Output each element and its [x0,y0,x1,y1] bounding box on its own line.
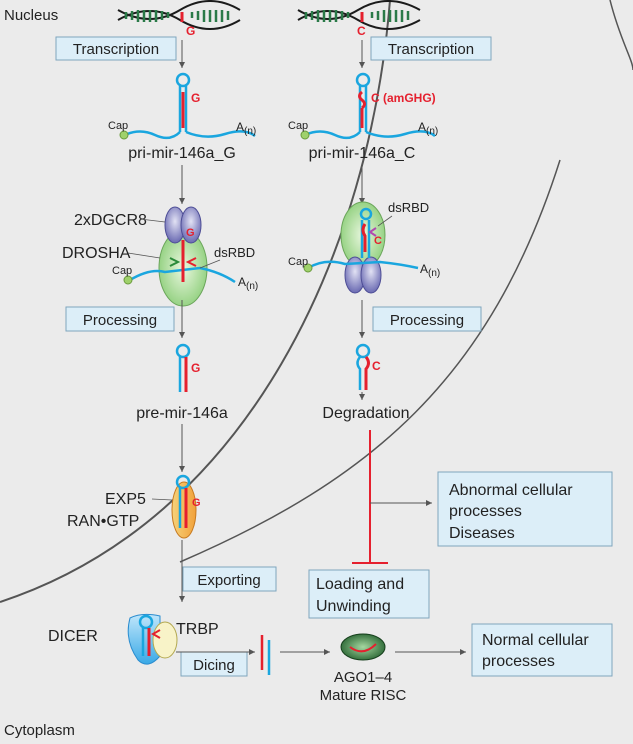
nuclear-membrane-outer [0,0,391,603]
loading-unwinding-box [308,569,430,619]
cap-label-pri-left: Cap [108,120,128,132]
abnormal-line-3: Diseases [449,525,515,542]
normal-line-1: Normal cellular [482,632,589,649]
drosha-pointer [127,252,161,259]
trbp-label: TRBP [176,621,219,638]
pri-mir-146a-g-label: pri-mir-146a_G [128,145,236,162]
loading-line-2: Unwinding [316,598,391,615]
cell-membrane [609,0,633,71]
processing-box-left [65,306,175,332]
dsrbd-label-left: dsRBD [214,245,255,260]
abnormal-line-1: Abnormal cellular [449,482,573,499]
nuclear-membrane-inner [179,159,561,563]
abnormal-line-2: processes [449,503,522,520]
degradation-label: Degradation [322,405,409,422]
cytoplasm-label: Cytoplasm [4,722,75,739]
normal-line-2: processes [482,653,555,670]
loading-line-1: Loading and [316,576,404,593]
normal-processes-box [471,623,613,677]
cap-label-drosha-right: Cap [288,256,308,268]
pri-mirna-c-structure [300,72,436,140]
dna-helix-right [297,0,421,30]
cap-label-pri-right: Cap [288,120,308,132]
snp-g-label-drosha: G [186,227,195,239]
exp5-pointer [151,498,173,501]
snp-g-label-exp: G [192,497,201,509]
pre-mir-146a-label: pre-mir-146a [136,405,228,422]
microprocessor-complex-left [123,206,236,307]
exp5-label: EXP5 [105,491,146,508]
polya-label-pri-right: A(n) [418,120,438,137]
microprocessor-complex-right [303,201,419,294]
pre-mirna-c-hairpin [355,343,371,390]
exportin-ran-complex [171,474,197,539]
ago-label: AGO1–4 [334,669,392,686]
dgcr8-label: 2xDGCR8 [74,212,147,229]
snp-g-label-pre: G [191,361,200,375]
snp-g-label-pri: G [191,91,200,105]
exporting-box [182,566,277,592]
snp-c-amghg-label: C (amGHG) [371,91,436,105]
pri-mirna-g-structure [119,72,256,140]
nucleus-label: Nucleus [4,7,58,24]
dicer-complex [127,613,178,665]
exporting-label: Exporting [197,572,260,589]
dsrbd-pointer-right [377,215,393,227]
snp-c-label-dna: C [357,24,366,38]
pre-mirna-g-hairpin [175,343,191,392]
snp-c-label-pre: C [372,359,381,373]
ago-risc-complex [340,633,386,661]
snp-g-label-dna: G [186,24,195,38]
polya-label-drosha-right: A(n) [420,262,440,279]
polya-label-drosha-left: A(n) [238,275,258,292]
processing-label-right: Processing [390,312,464,329]
polya-label-pri-left: A(n) [236,120,256,137]
dna-helix-left [117,0,241,30]
dicing-label: Dicing [193,657,235,674]
cap-label-drosha-left: Cap [112,265,132,277]
dsrbd-label-right: dsRBD [388,200,429,215]
processing-label-left: Processing [83,312,157,329]
drosha-label: DROSHA [62,245,131,262]
transcription-label-left: Transcription [73,41,159,58]
dicer-label: DICER [48,628,98,645]
abnormal-processes-box [437,471,613,547]
transcription-label-right: Transcription [388,41,474,58]
mature-risc-label: Mature RISC [320,687,407,704]
transcription-box-left [55,36,177,61]
dgcr8-pointer [139,218,166,223]
dsrbd-pointer-left [199,259,221,269]
processing-box-right [372,306,482,332]
ran-gtp-label: RAN•GTP [67,513,139,530]
pri-mir-146a-c-label: pri-mir-146a_C [309,145,416,162]
snp-c-label-drosha: C [374,235,382,247]
transcription-box-right [370,36,492,61]
